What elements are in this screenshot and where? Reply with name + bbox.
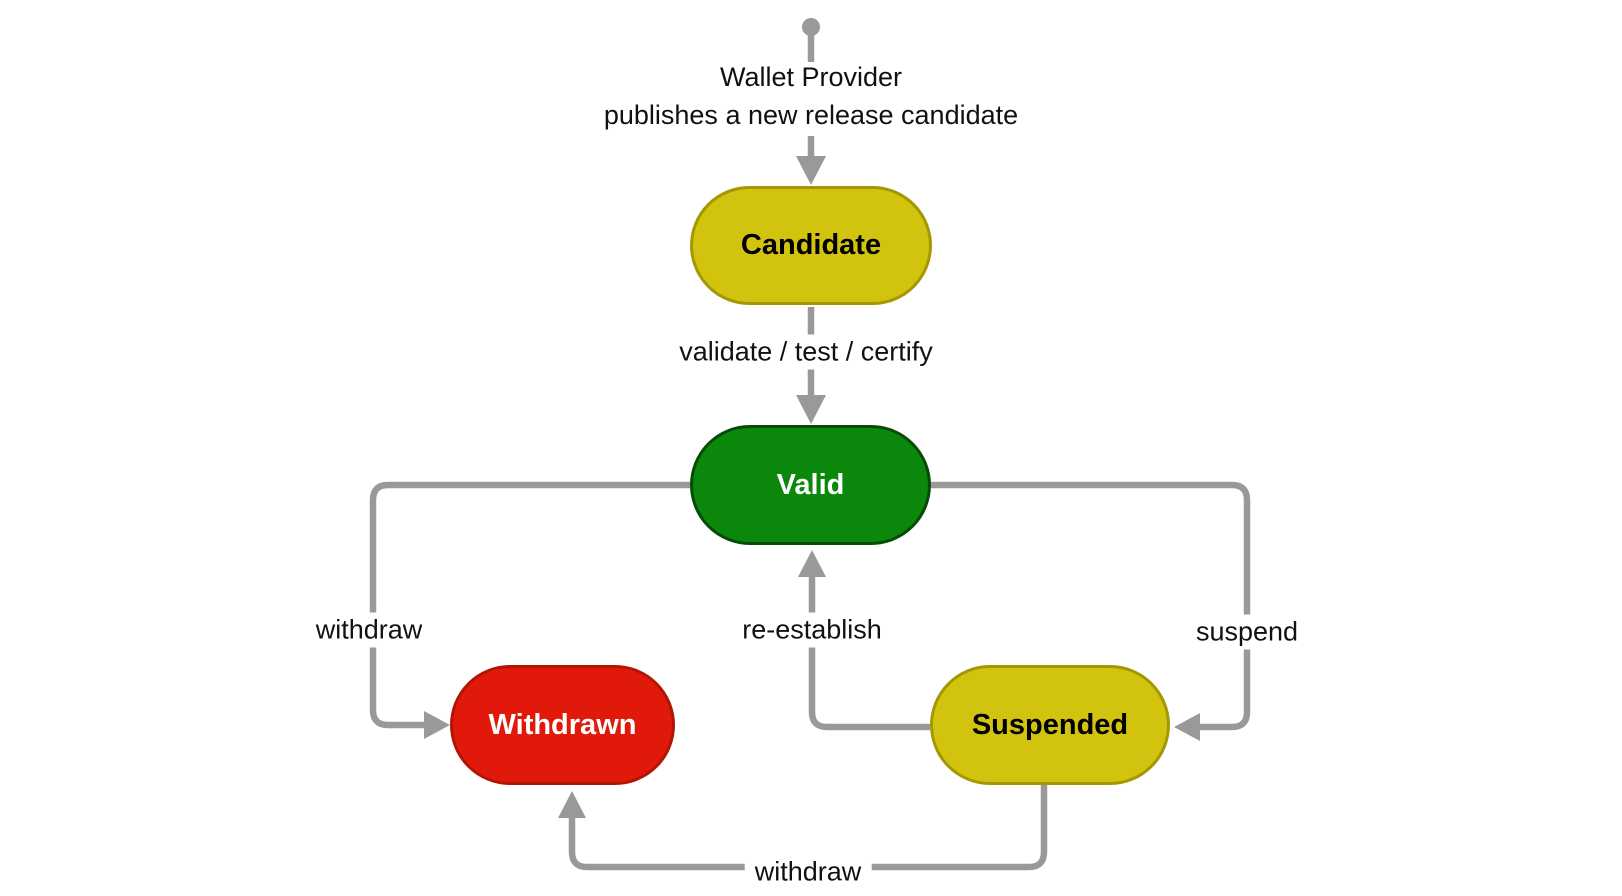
edge-label-validate-test-certify: validate / test / certify <box>669 334 943 370</box>
arrowhead-down-icon <box>796 395 826 424</box>
start-state-dot-icon <box>802 18 820 36</box>
edge-suspended-to-valid <box>808 576 930 731</box>
state-node-candidate: Candidate <box>690 186 932 305</box>
state-node-valid: Valid <box>690 425 931 545</box>
arrowhead-up-icon <box>798 550 826 577</box>
state-node-withdrawn: Withdrawn <box>450 665 675 785</box>
state-node-suspended-label: Suspended <box>971 708 1129 741</box>
state-node-valid-label: Valid <box>776 468 845 501</box>
edge-label-withdraw-left: withdraw <box>305 612 433 648</box>
start-caption-line2: publishes a new release candidate <box>603 100 1019 130</box>
start-caption: Wallet Provider publishes a new release … <box>461 58 1161 134</box>
edge-label-withdraw-bottom: withdraw <box>744 854 872 890</box>
edge-label-re-establish: re-establish <box>732 612 892 648</box>
state-node-suspended: Suspended <box>930 665 1170 785</box>
arrowhead-up-icon <box>558 791 586 818</box>
arrowhead-down-icon <box>796 156 826 185</box>
arrowhead-right-icon <box>424 711 450 739</box>
start-caption-line1: Wallet Provider <box>719 62 903 92</box>
arrowhead-left-icon <box>1174 713 1200 741</box>
state-node-candidate-label: Candidate <box>740 229 882 261</box>
edge-valid-to-suspended <box>931 481 1251 731</box>
edge-label-suspend: suspend <box>1185 614 1309 650</box>
state-node-withdrawn-label: Withdrawn <box>488 708 637 741</box>
edge-valid-to-withdrawn <box>369 481 690 729</box>
